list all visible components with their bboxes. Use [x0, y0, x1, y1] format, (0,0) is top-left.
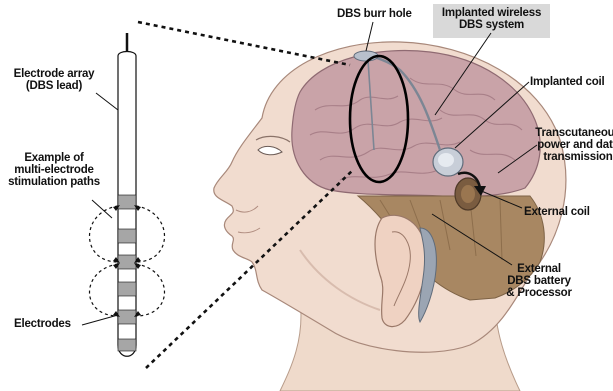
label-electrodes: Electrodes	[14, 318, 71, 330]
label-external-coil: External coil	[524, 206, 590, 218]
label-implanted-wireless-dbs-system: Implanted wireless DBS system	[433, 7, 550, 31]
electrode-contact	[118, 195, 136, 209]
label-transcutaneous-transmission: Transcutaneous power and data transmissi…	[530, 127, 613, 163]
label-dbs-burr-hole: DBS burr hole	[337, 8, 412, 20]
electrode-contact	[118, 339, 136, 351]
label-external-dbs-battery-processor: External DBS battery & Processor	[494, 263, 584, 299]
label-multi-electrode-paths: Example of multi-electrode stimulation p…	[0, 152, 108, 188]
label-implanted-coil: Implanted coil	[530, 76, 605, 88]
electrode-contact	[118, 282, 136, 296]
electrode-lead	[118, 33, 136, 356]
electrode-contact	[118, 229, 136, 243]
head-illustration	[214, 42, 566, 391]
label-electrode-array: Electrode array (DBS lead)	[2, 68, 106, 92]
electrode-contact	[118, 310, 136, 324]
electrode-contact	[118, 255, 136, 269]
